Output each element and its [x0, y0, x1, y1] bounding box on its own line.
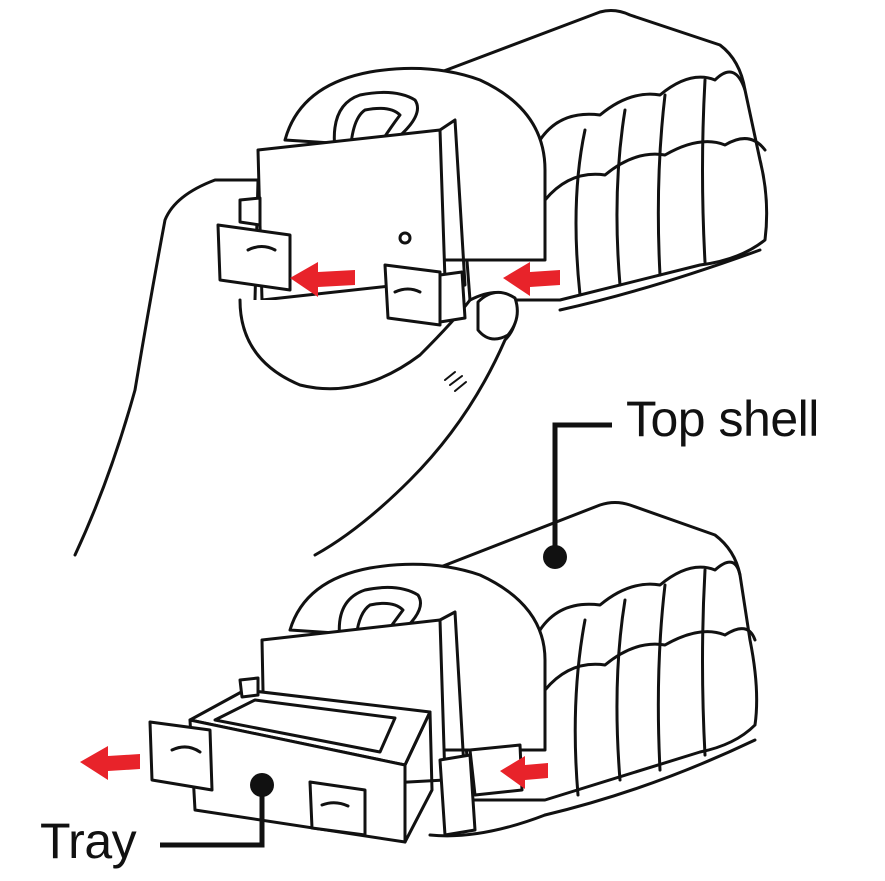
- device-closed-icon: [256, 9, 769, 312]
- top-shell-label: Top shell: [626, 391, 819, 447]
- arrow-left-icon: [290, 262, 355, 297]
- arrow-left-icon: [503, 262, 560, 296]
- latch-left-top: [216, 196, 292, 292]
- tray-icon: [148, 676, 434, 844]
- callout-tray: [160, 773, 274, 848]
- latch-right-top: [383, 263, 467, 327]
- tray-label: Tray: [40, 813, 137, 869]
- arrow-left-icon: [500, 756, 548, 789]
- arrow-left-icon: [80, 746, 140, 780]
- callout-top-shell: [543, 422, 612, 569]
